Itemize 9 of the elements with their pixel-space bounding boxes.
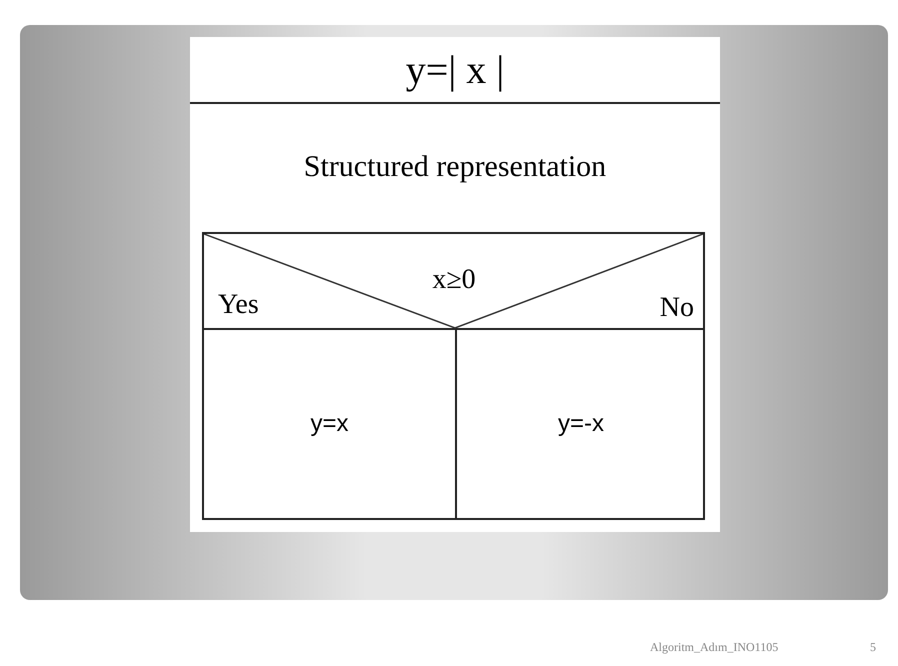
condition-text: x≥0 — [431, 264, 477, 296]
statement-text: y=-x — [556, 410, 605, 438]
statement-text: y=x — [309, 410, 350, 438]
footer-text: Algoritm_Adım_INO1105 — [650, 640, 778, 655]
page-number: 5 — [870, 640, 876, 655]
diagram-title: y=| x | — [404, 46, 506, 94]
branch-label: No — [658, 292, 694, 324]
subtitle: Structured representation — [302, 150, 608, 184]
branch-label: Yes — [218, 289, 260, 321]
